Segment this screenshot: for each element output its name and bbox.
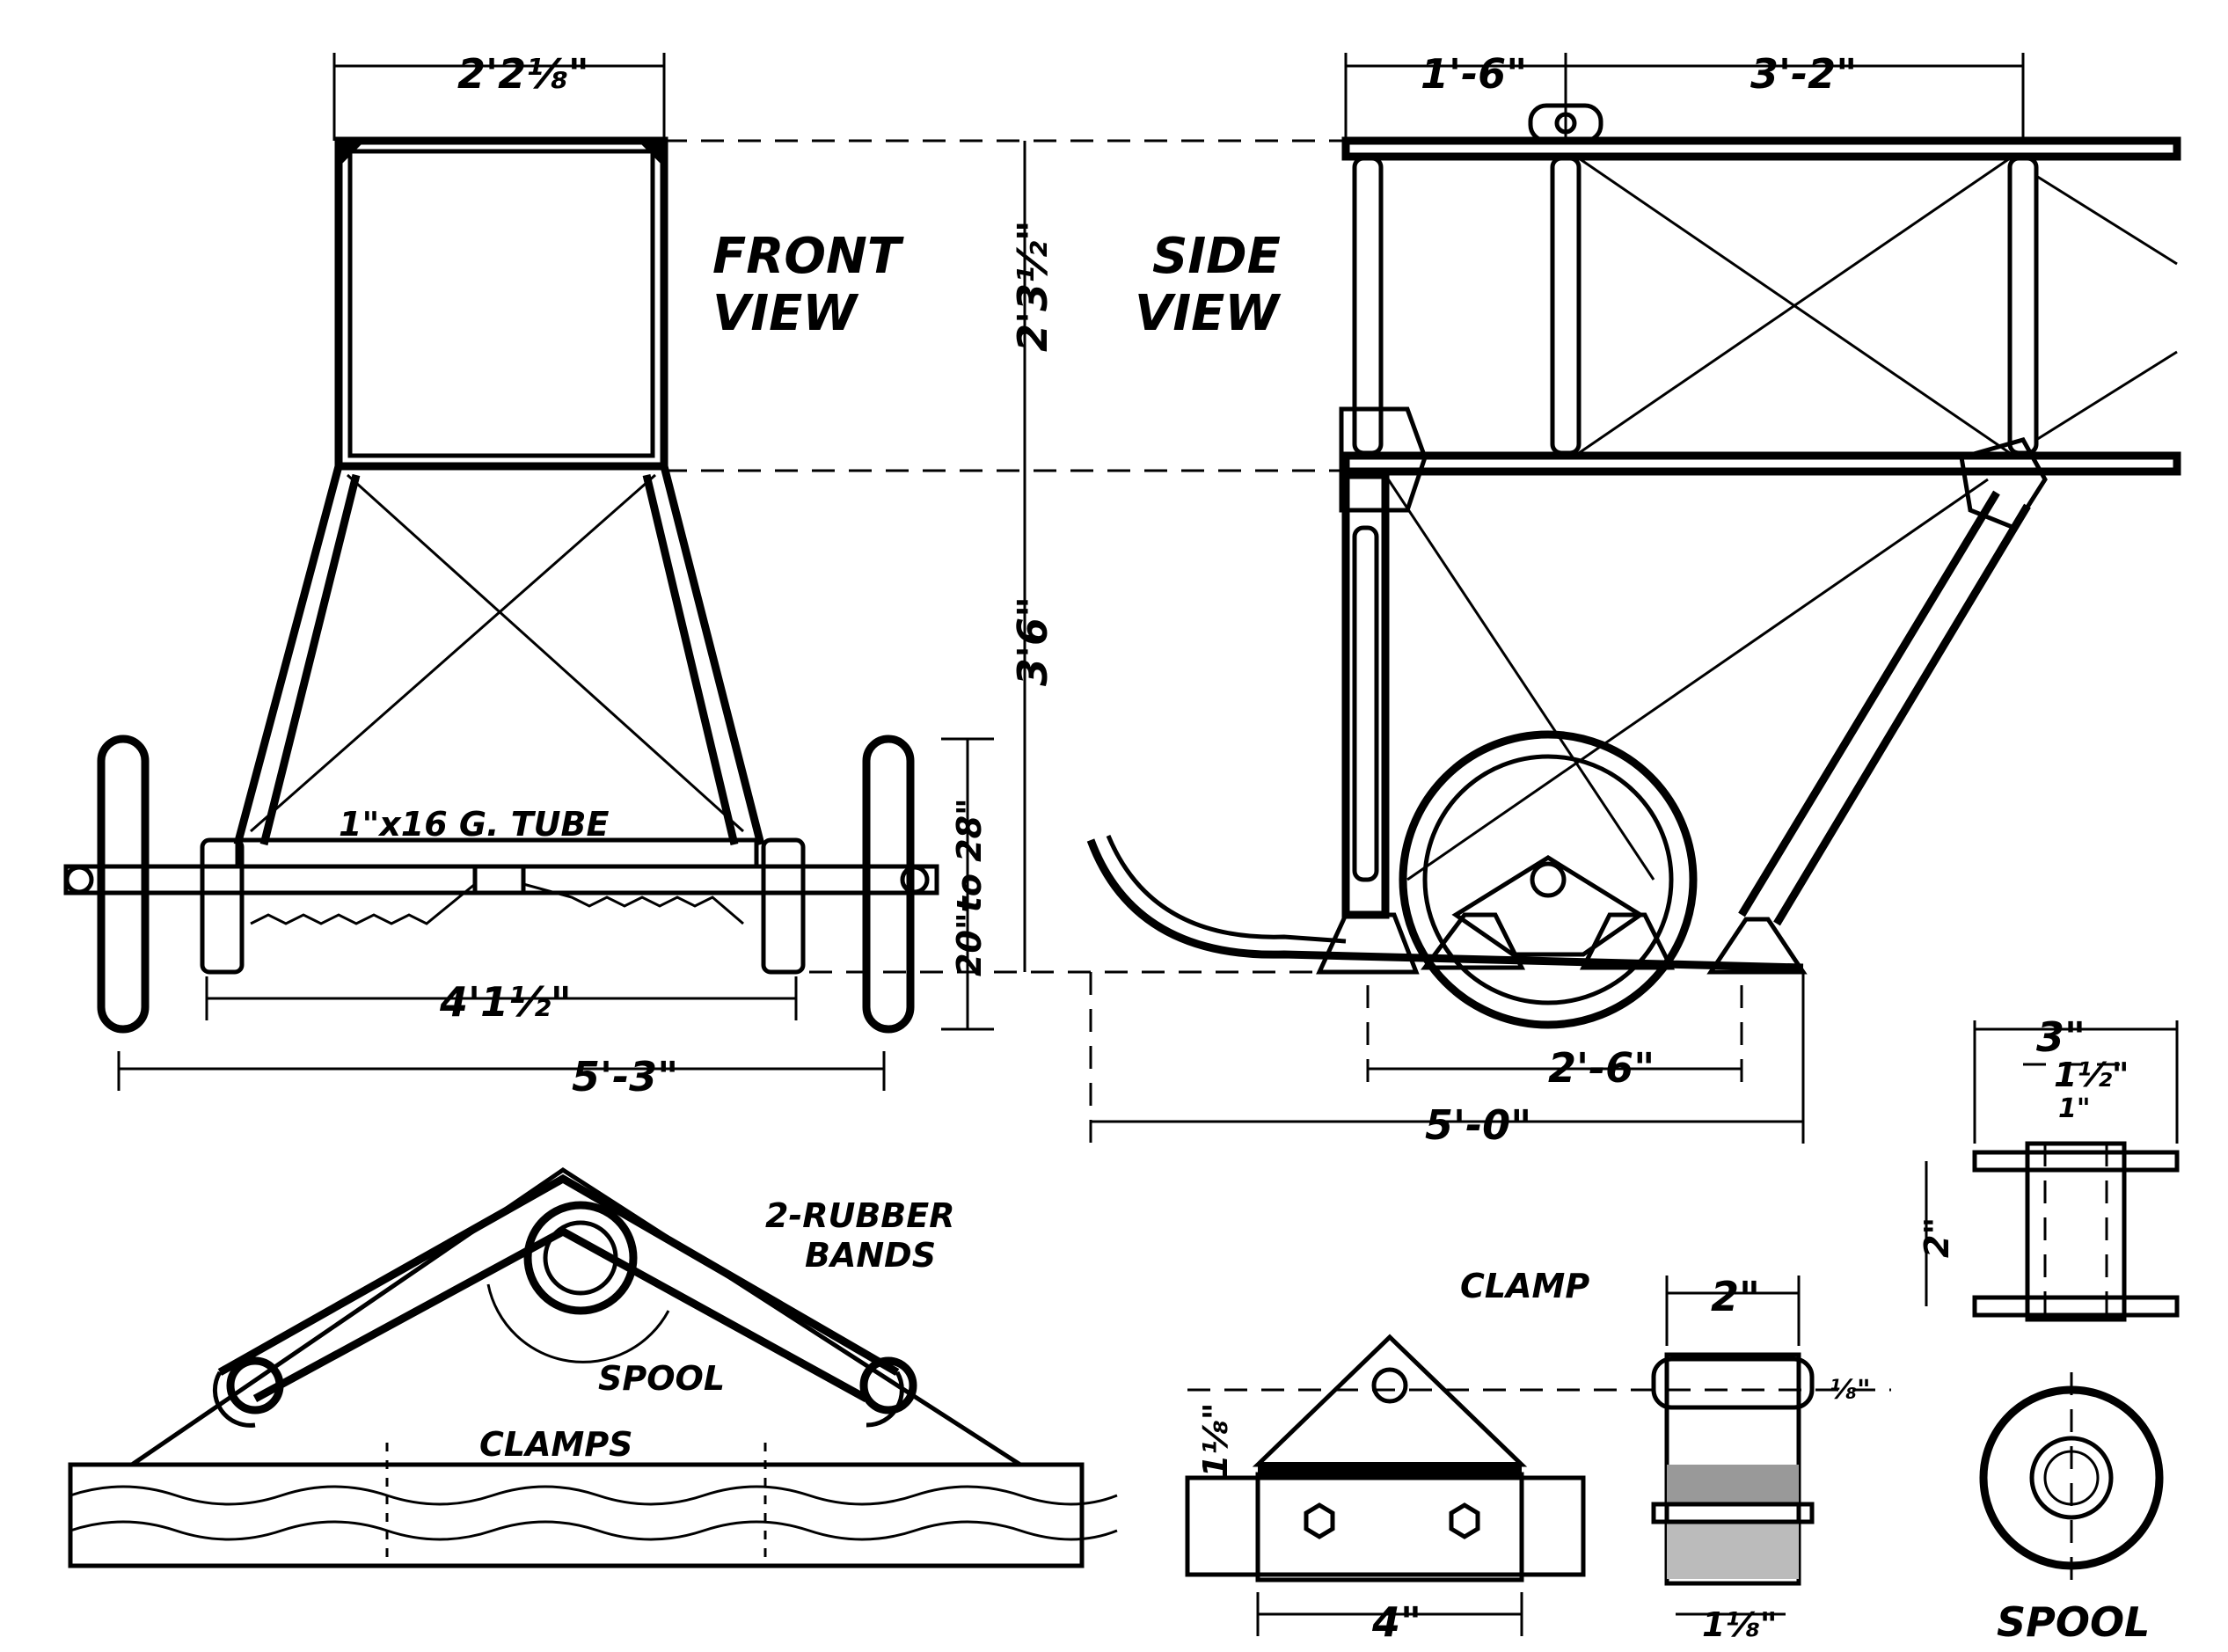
front-view: 2'2⅛" 1"x16 G. TUBE 20"to 28" <box>63 50 994 1100</box>
rubber-band-detail: 2-RUBBER BANDS SPOOL CLAMPS <box>68 1166 1118 1568</box>
side-view-title-1: SIDE <box>1152 228 1281 285</box>
skid-total-dim: 5'-0" <box>1425 1101 1531 1149</box>
upper-height-dim: 2'3½" <box>1009 220 1056 352</box>
clamp-base-width-dim: 1⅛" <box>1702 1605 1778 1644</box>
clamp-side-small-dim: ⅛" <box>1830 1375 1871 1406</box>
spool-width-dim: 3" <box>2036 1013 2086 1061</box>
clamp-detail: CLAMP 4" 1⅛" 2" ⅛" 1⅛" <box>1185 1267 1891 1646</box>
clamp-height-dim: 1⅛" <box>1196 1402 1235 1478</box>
height-dimensions: 2'3½" 3'6" <box>664 139 1346 974</box>
clamp-length-dim: 4" <box>1371 1598 1421 1646</box>
tube-label: 1"x16 G. TUBE <box>339 805 609 844</box>
front-view-title-2: VIEW <box>712 285 859 342</box>
spool-bottom-label: SPOOL <box>1997 1598 2150 1646</box>
spool-detail: 3" 1½" 1" 2" SPOOL <box>1918 1013 2180 1646</box>
clamps-label: CLAMPS <box>479 1425 633 1464</box>
clamp-label: CLAMP <box>1460 1267 1589 1305</box>
lower-height-dim: 3'6" <box>1009 596 1056 686</box>
skid-mid-dim: 2'-6" <box>1548 1044 1655 1092</box>
spool-height-dim: 2" <box>1918 1217 1956 1258</box>
spool-bore-dim: 1" <box>2058 1093 2091 1124</box>
spool-label: SPOOL <box>598 1359 725 1398</box>
axle-span-dim: 4'1½" <box>439 978 572 1026</box>
track-dim: 5'-3" <box>572 1053 678 1100</box>
front-view-title-1: FRONT <box>712 228 904 285</box>
clamp-width-dim: 2" <box>1711 1273 1760 1320</box>
spool-inner-dim: 1½" <box>2054 1056 2129 1094</box>
wheel-diameter-dim: 20"to 28" <box>950 798 989 976</box>
side-view-title-2: VIEW <box>1135 285 1282 342</box>
side-front-dim: 1'-6" <box>1421 50 1527 98</box>
rubber-bands-label-1: 2-RUBBER <box>765 1196 954 1235</box>
front-top-width-dim: 2'2⅛" <box>457 50 589 98</box>
side-rear-dim: 3'-2" <box>1750 50 1857 98</box>
side-view: SIDE VIEW 1'-6" 3'-2" <box>1086 50 2181 1152</box>
rubber-bands-label-2: BANDS <box>805 1236 936 1275</box>
